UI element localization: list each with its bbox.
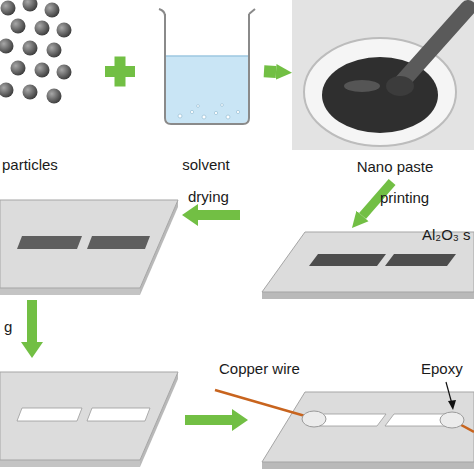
- step-arrow: [21, 300, 43, 358]
- epoxy-blob: [440, 412, 464, 428]
- bubble: [178, 114, 182, 118]
- process-stage: Copper wire Epoxy: [215, 356, 474, 474]
- solvent-liquid: [166, 56, 248, 123]
- substrate-top: [0, 200, 178, 288]
- plus-bar: [115, 57, 126, 87]
- paste-strip: [309, 254, 386, 266]
- substrate-edge: [262, 462, 474, 469]
- substrate-top: [0, 372, 178, 460]
- nanoparticle: [57, 65, 72, 80]
- nanoparticle: [23, 41, 38, 56]
- sintered-strip: [87, 408, 150, 421]
- substrate-edge: [0, 288, 140, 295]
- nanoparticle: [47, 89, 62, 104]
- stage-label: solvent: [148, 156, 264, 174]
- bubble: [226, 115, 230, 119]
- step-label: drying: [188, 188, 229, 206]
- process-stage: Nano paste: [292, 0, 474, 182]
- finished-sensor: [215, 382, 474, 469]
- bubble: [221, 104, 224, 107]
- process-arrow: [264, 65, 276, 78]
- epoxy-blob: [302, 411, 326, 427]
- sintered-strip: [17, 408, 82, 421]
- nanoparticle: [0, 39, 14, 54]
- beaker: [159, 9, 255, 124]
- bubble: [190, 110, 193, 113]
- spatula: [402, 8, 468, 82]
- edge-label: printing: [380, 189, 429, 207]
- nanoparticle: [23, 85, 38, 100]
- paste-highlight: [344, 80, 380, 92]
- leader-arrowhead: [448, 400, 456, 410]
- stage-label: Epoxy: [421, 360, 463, 378]
- bubble: [202, 115, 206, 119]
- paste-strip: [385, 254, 456, 266]
- beaker-outline: [165, 14, 249, 124]
- liquid-surface: [166, 55, 248, 57]
- step-arrow: [182, 204, 240, 226]
- stage-label: Nano paste: [345, 158, 445, 176]
- process-stage: particles: [0, 0, 80, 178]
- plus-sign: [105, 57, 135, 87]
- bubble: [197, 105, 200, 108]
- step-arrow: [185, 409, 248, 431]
- nanoparticle: [1, 1, 16, 16]
- process-stage: solvent: [148, 0, 264, 178]
- beaker-lip: [159, 9, 255, 16]
- nanoparticle: [35, 63, 50, 78]
- bubble: [236, 110, 239, 113]
- nanoparticle: [11, 19, 26, 34]
- stage-label: particles: [2, 156, 58, 174]
- paste-photo: [292, 0, 474, 150]
- nanoparticle: [35, 21, 50, 36]
- step-label: g: [4, 318, 12, 336]
- nanoparticle-cluster: [0, 0, 72, 104]
- nanoparticle: [0, 83, 14, 98]
- sintered-substrate: [0, 372, 178, 467]
- process-stage: Al₂O₃ s: [258, 228, 474, 300]
- nanoparticle: [23, 0, 38, 12]
- nanoparticle: [47, 43, 62, 58]
- bubble: [214, 111, 217, 114]
- spatula-tip: [386, 76, 414, 96]
- nanoparticle: [11, 61, 26, 76]
- copper-wire: [215, 390, 312, 418]
- dried-substrate: [0, 200, 178, 295]
- nanoparticle: [45, 3, 60, 18]
- nanoparticle: [57, 23, 72, 38]
- dried-strip: [17, 236, 82, 249]
- substrate-top: [262, 392, 474, 462]
- dried-strip: [87, 236, 150, 249]
- stage-label: Copper wire: [219, 360, 300, 378]
- bubbles: [178, 104, 240, 119]
- substrate-edge: [0, 460, 140, 467]
- substrate-edge: [262, 292, 474, 299]
- photo-background: [292, 0, 474, 150]
- stage-label: Al₂O₃ s: [422, 226, 471, 244]
